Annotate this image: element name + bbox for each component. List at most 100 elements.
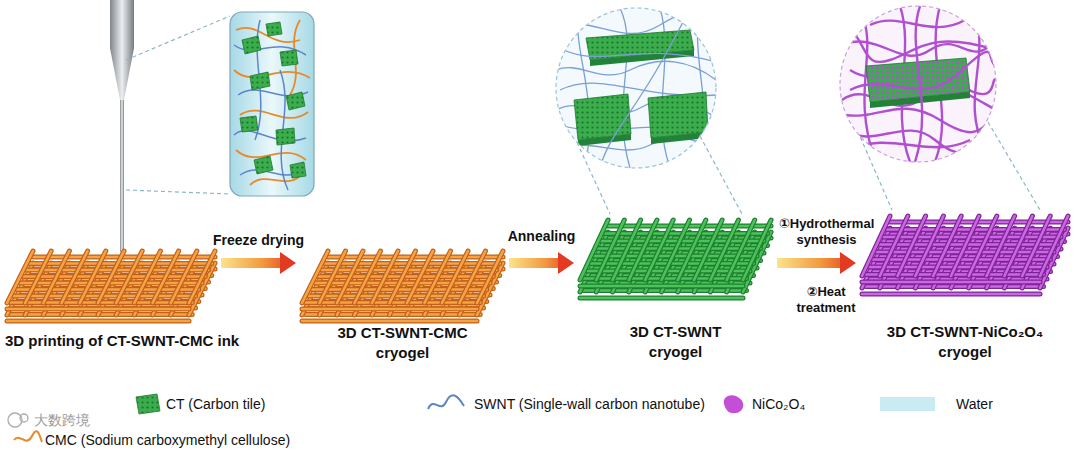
lattice-rod	[328, 257, 503, 258]
lattice-rod	[710, 220, 738, 280]
stage-node: 3D printing of CT-SWNT-CMC ink	[5, 245, 217, 353]
lattice-rod	[613, 220, 641, 280]
lattice-rod	[727, 220, 755, 280]
lattice-rod	[596, 220, 624, 280]
carbon-tile	[280, 50, 298, 66]
nico2o4-fiber	[840, 6, 996, 162]
lattice-rod	[580, 284, 743, 289]
legend-text: CMC (Sodium carboxymethyl cellulose)	[45, 432, 290, 449]
composite-inset	[840, 6, 996, 162]
lattice-rod	[662, 220, 690, 280]
swnt-network	[556, 61, 716, 80]
cmc-chain	[234, 70, 310, 78]
step-label: Freeze drying	[213, 232, 304, 250]
swnt-network	[698, 8, 705, 168]
lattice-rod	[30, 263, 212, 264]
lattice-rod	[629, 220, 657, 280]
ink-inset	[230, 12, 314, 196]
lattice-rod	[189, 251, 215, 303]
watermark: 大数跨境	[34, 412, 90, 429]
lattice-rod	[862, 281, 1040, 284]
cryogel-inset	[556, 8, 716, 168]
zoom-leader	[700, 136, 742, 214]
nico2o4-fiber	[915, 6, 922, 162]
lattice-scaffold	[578, 212, 773, 302]
nico2o4-fiber	[850, 52, 996, 90]
carbon-tile	[250, 72, 270, 90]
lattice-rod	[17, 289, 199, 290]
stage-caption: 3D CT-SWNT-NiCo₂O₄ cryogel	[875, 322, 1055, 361]
lattice-rod	[23, 276, 205, 277]
lattice-rod	[862, 282, 1040, 283]
lattice-rod	[302, 309, 477, 310]
composite-inset	[840, 6, 996, 162]
cryogel-inset	[556, 8, 716, 168]
carbon-tile	[648, 92, 708, 138]
print-nozzle	[110, 0, 134, 252]
lattice-rod	[325, 263, 500, 264]
swnt-network	[600, 8, 690, 168]
lattice-rod	[312, 289, 487, 290]
lattice-rod	[645, 220, 673, 280]
lattice-rod	[33, 257, 215, 258]
composite-inset	[840, 6, 996, 162]
lattice-rod	[743, 220, 771, 280]
lattice-rod	[629, 220, 657, 280]
lattice-rod	[678, 220, 706, 280]
lattice-rod	[477, 251, 503, 303]
legend-icon	[136, 394, 160, 414]
swnt-strand	[234, 20, 308, 190]
lattice-rod	[1040, 216, 1068, 276]
lattice-rod	[477, 251, 503, 303]
lattice-rod	[7, 308, 189, 311]
step-label: Annealing	[508, 228, 576, 246]
legend-text: CT (Carbon tile)	[166, 396, 265, 413]
lattice-rod	[7, 307, 189, 312]
cmc-chain	[234, 20, 310, 185]
cryogel-inset	[556, 8, 716, 168]
legend-swatch	[880, 397, 935, 411]
lattice-rod	[862, 293, 1040, 296]
lattice-rod	[7, 319, 189, 324]
lattice-rod	[322, 270, 497, 271]
lattice-rod	[743, 220, 771, 280]
lattice-scaffold	[300, 245, 505, 325]
stage-node: 3D CT-SWNT-NiCo₂O₄ cryogel	[860, 208, 1070, 363]
print-nozzle	[110, 48, 134, 100]
composite-inset	[840, 6, 996, 162]
lattice-rod	[20, 283, 202, 284]
lattice-rod	[710, 220, 738, 280]
carbon-tile	[586, 30, 694, 60]
watermark-logo	[8, 413, 28, 427]
carbon-tile	[240, 22, 306, 178]
carbon-tile	[240, 116, 258, 132]
lattice-rod	[27, 270, 209, 271]
stage-caption: 3D CT-SWNT cryogel	[620, 322, 732, 361]
zoom-leader	[988, 122, 1040, 210]
lattice-rod	[189, 251, 215, 303]
carbon-tile	[254, 156, 273, 174]
lattice-rod	[14, 296, 196, 297]
carbon-tile	[574, 30, 708, 146]
lattice-scaffold	[5, 245, 217, 325]
lattice-rod	[189, 251, 215, 303]
lattice-rod	[727, 220, 755, 280]
lattice-rod	[645, 220, 673, 280]
cmc-chain	[236, 150, 306, 160]
zoom-leader	[126, 16, 230, 60]
lattice-rod	[302, 320, 477, 323]
carbon-tile	[574, 94, 631, 140]
lattice-rod	[302, 308, 477, 311]
process-arrow	[777, 258, 840, 268]
lattice-rod	[1040, 216, 1068, 276]
lattice-rod	[694, 220, 722, 280]
legend-icon	[428, 395, 464, 409]
lattice-rod	[710, 220, 738, 280]
carbon-tile	[276, 128, 295, 145]
lattice-rod	[580, 220, 608, 280]
lattice-rod	[302, 321, 477, 322]
process-arrow	[509, 258, 558, 268]
watermark-logo	[20, 414, 28, 422]
